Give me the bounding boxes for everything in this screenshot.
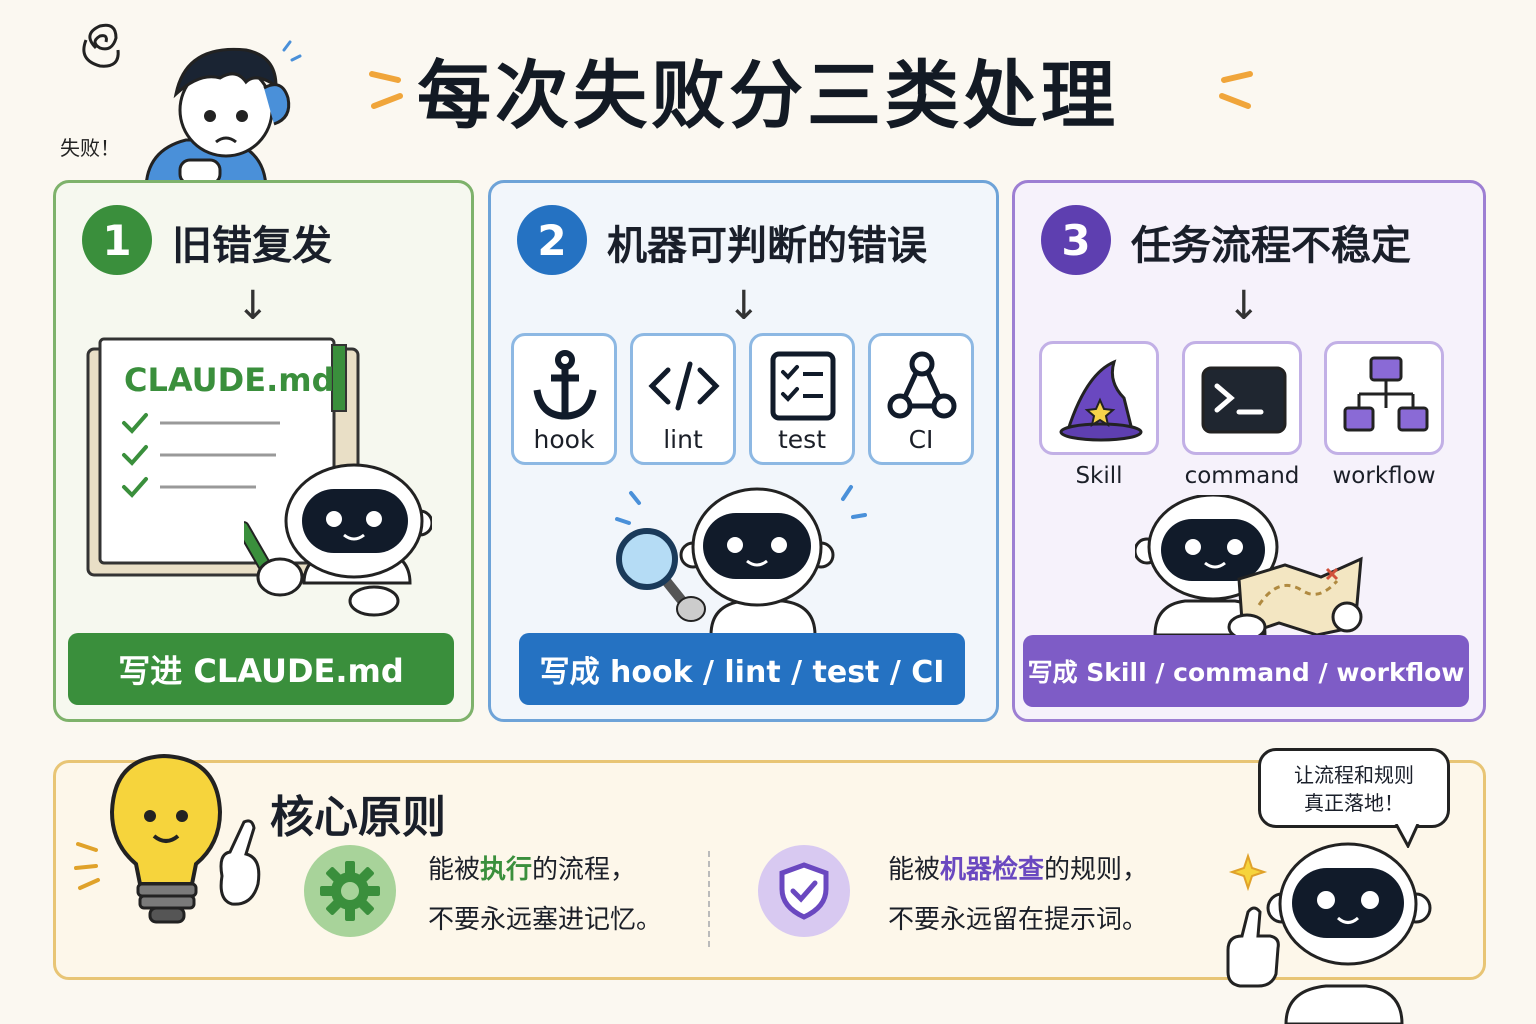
- notebook-title: CLAUDE.md: [124, 361, 335, 399]
- write-claude-md-button[interactable]: 写进 CLAUDE.md: [68, 633, 454, 705]
- tool-label: CI: [908, 425, 934, 454]
- lightbulb-icon: [74, 753, 261, 924]
- page-title: 每次失败分三类处理: [417, 53, 1119, 139]
- code-icon: [648, 361, 720, 411]
- principle-right-highlight: 机器检查: [940, 855, 1045, 885]
- down-arrow-icon: ↓: [727, 283, 761, 329]
- shield-check-icon: [779, 862, 829, 920]
- sparkle-left-icon: [369, 71, 403, 109]
- principle-left-line2: 不要永远塞进记忆。: [428, 905, 663, 935]
- bubble-line1: 让流程和规则: [1294, 763, 1414, 787]
- principle-left-text: 能被执行的流程， 不要永远塞进记忆。: [428, 845, 662, 945]
- panel-title: 旧错复发: [172, 223, 332, 269]
- shield-circle: [758, 845, 850, 937]
- bubble-line2: 真正落地！: [1304, 791, 1404, 815]
- bubble-tail-icon: [1394, 824, 1420, 848]
- panel-old-error: 1 旧错复发 ↓ CLAUDE.md 写进 CLAUDE.md: [53, 180, 474, 722]
- workflow-icon: [1343, 356, 1429, 432]
- divider: [708, 851, 710, 947]
- pipeline-icon: [887, 351, 957, 419]
- down-arrow-icon: ↓: [1227, 283, 1261, 329]
- option-workflow[interactable]: [1324, 341, 1444, 455]
- anchor-icon: [533, 350, 597, 420]
- tool-hook[interactable]: hook: [511, 333, 617, 465]
- option-command[interactable]: [1182, 341, 1302, 455]
- option-label: command: [1184, 463, 1300, 489]
- principle-title: 核心原则: [270, 792, 446, 843]
- option-skill[interactable]: [1039, 341, 1159, 455]
- principle-right-post: 的规则，: [1044, 855, 1149, 885]
- write-skill-command-workflow-button[interactable]: 写成 Skill / command / workflow: [1023, 635, 1469, 707]
- panel-title: 机器可判断的错误: [607, 223, 927, 269]
- gear-circle: [304, 845, 396, 937]
- principle-right-text: 能被机器检查的规则， 不要永远留在提示词。: [888, 845, 1148, 945]
- panel-title: 任务流程不稳定: [1131, 223, 1411, 269]
- robot-map-icon: [1135, 495, 1363, 635]
- option-label: Skill: [1075, 463, 1123, 489]
- robot-thumbs-up-icon: [1226, 842, 1432, 1024]
- principle-left-highlight: 执行: [480, 855, 533, 885]
- checklist-icon: [770, 351, 836, 421]
- tool-ci[interactable]: CI: [868, 333, 974, 465]
- principle-right-pre: 能被: [888, 855, 941, 885]
- tool-label: lint: [663, 425, 703, 454]
- down-arrow-icon: ↓: [236, 283, 270, 329]
- tool-test[interactable]: test: [749, 333, 855, 465]
- option-label: workflow: [1332, 463, 1436, 489]
- tool-label: test: [777, 425, 826, 454]
- core-principle-box: 核心原则 能被执行的流程， 不要永远塞进记忆。 能被机: [53, 760, 1486, 980]
- tool-label: hook: [533, 425, 595, 454]
- gear-icon: [320, 861, 380, 921]
- robot-magnifier-icon: [615, 485, 867, 635]
- confused-person-icon: [82, 23, 302, 190]
- sparkle-right-icon: [1219, 71, 1253, 109]
- principle-left-pre: 能被: [428, 855, 481, 885]
- principle-right-line2: 不要永远留在提示词。: [888, 905, 1149, 935]
- step-number: 1: [82, 205, 152, 275]
- step-number: 3: [1041, 205, 1111, 275]
- terminal-icon: [1201, 366, 1287, 434]
- notebook-icon: [86, 337, 360, 577]
- tool-lint[interactable]: lint: [630, 333, 736, 465]
- robot-writing-icon: [244, 463, 432, 617]
- wizard-hat-icon: [1059, 359, 1143, 442]
- speech-bubble: 让流程和规则 真正落地！: [1258, 748, 1450, 828]
- step-number: 2: [517, 205, 587, 275]
- principle-left-post: 的流程，: [532, 855, 637, 885]
- fail-label: 失败！: [60, 136, 120, 160]
- write-hook-lint-test-ci-button[interactable]: 写成 hook / lint / test / CI: [519, 633, 965, 705]
- panel-unstable-workflow: 3 任务流程不稳定 ↓ Skill command workflow: [1012, 180, 1486, 722]
- panel-machine-error: 2 机器可判断的错误 ↓ hook lint test: [488, 180, 999, 722]
